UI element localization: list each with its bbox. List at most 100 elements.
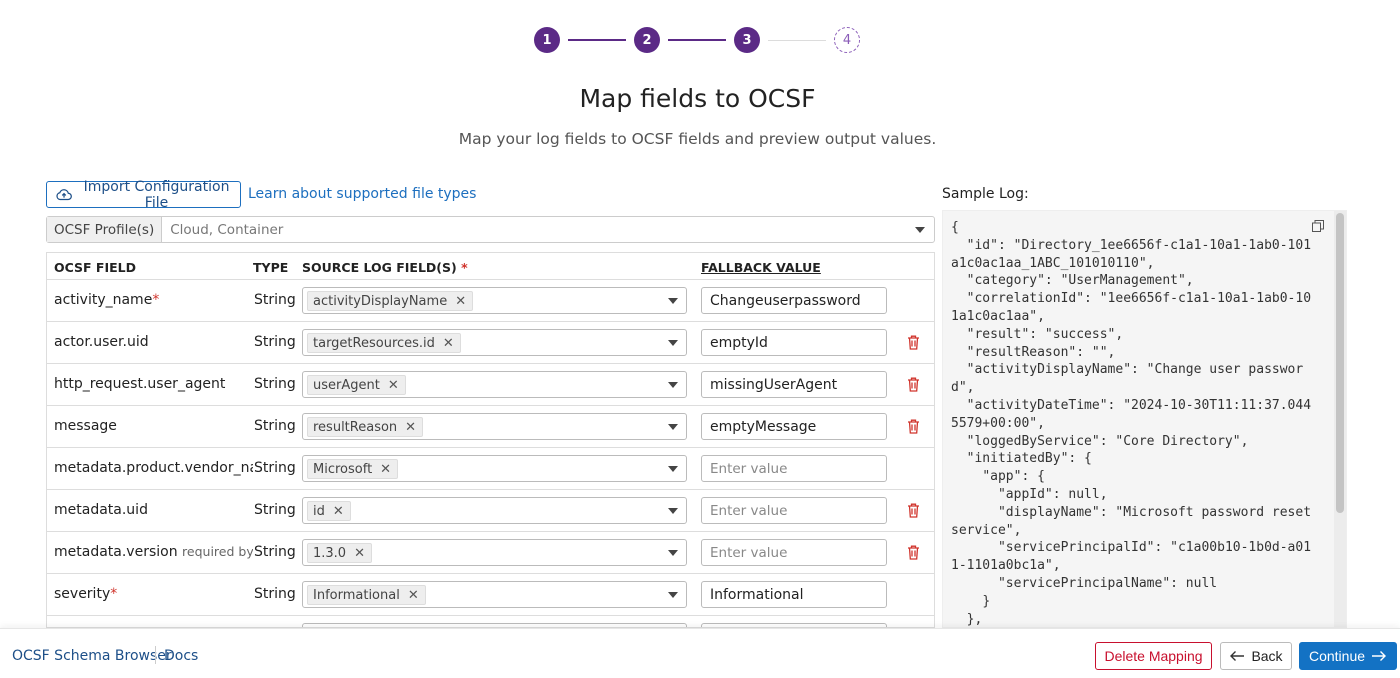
- chip-label: 1.3.0: [313, 545, 347, 561]
- source-field-chip: resultReason✕: [307, 417, 424, 437]
- source-field-chip: userAgent✕: [307, 375, 406, 395]
- footer-bar: OCSF Schema Browser Docs Delete Mapping …: [0, 628, 1400, 678]
- source-field-select[interactable]: targetResources.id ✕: [302, 329, 687, 356]
- fallback-value-input[interactable]: Enter value: [701, 539, 887, 566]
- source-field-select[interactable]: Informational ✕: [302, 581, 687, 608]
- step-2[interactable]: 2: [634, 27, 660, 53]
- ocsf-schema-browser-link[interactable]: OCSF Schema Browser: [12, 648, 172, 664]
- import-config-button[interactable]: Import Configuration File: [46, 178, 241, 211]
- field-type: String: [253, 292, 296, 308]
- required-marker: *: [110, 586, 118, 602]
- table-row: activity_name* String activityDisplayName ✕…: [47, 280, 934, 322]
- profile-value[interactable]: Cloud, Container: [170, 221, 284, 238]
- chevron-down-icon[interactable]: [668, 298, 678, 304]
- remove-chip-icon[interactable]: ✕: [387, 377, 399, 393]
- source-field-select[interactable]: activityDisplayName ✕: [302, 287, 687, 314]
- source-field-chip: 1.3.0 ✕: [307, 543, 372, 563]
- trash-icon[interactable]: [907, 419, 920, 434]
- fallback-value-input[interactable]: emptyId: [701, 329, 887, 356]
- trash-icon[interactable]: [907, 545, 920, 560]
- chevron-down-icon[interactable]: [668, 424, 678, 430]
- fallback-value-input[interactable]: Informational: [701, 581, 887, 608]
- fallback-value-input[interactable]: [701, 623, 887, 627]
- ocsf-field-name: severity*: [54, 586, 118, 602]
- field-type: String: [253, 586, 296, 602]
- chevron-down-icon[interactable]: [668, 382, 678, 388]
- remove-chip-icon[interactable]: ✕: [354, 545, 365, 561]
- field-type: String: [253, 334, 296, 350]
- sample-log-scrollbar[interactable]: [1334, 211, 1346, 627]
- chip-label: activityDisplayName: [313, 293, 448, 309]
- source-field-select[interactable]: resultReason✕: [302, 413, 687, 440]
- learn-file-types-link[interactable]: Learn about supported file types: [248, 186, 477, 202]
- col-ocsf-field: OCSF FIELD: [54, 260, 136, 275]
- remove-chip-icon[interactable]: ✕: [332, 503, 344, 519]
- chevron-down-icon[interactable]: [668, 550, 678, 556]
- trash-icon[interactable]: [907, 335, 920, 350]
- page-subtitle: Map your log fields to OCSF fields and p…: [458, 130, 937, 148]
- back-label: Back: [1251, 648, 1283, 664]
- sample-log-panel: { "id": "Directory_1ee6656f-c1a1-10a1-1a…: [942, 210, 1347, 628]
- trash-icon[interactable]: [907, 503, 920, 518]
- ocsf-field-name: actor.user.uid: [54, 334, 149, 350]
- chevron-down-icon[interactable]: [668, 340, 678, 346]
- col-type: TYPE: [253, 260, 289, 275]
- copy-icon[interactable]: [1312, 220, 1324, 232]
- remove-chip-icon[interactable]: ✕: [455, 293, 467, 309]
- fallback-value-input[interactable]: missingUserAgent: [701, 371, 887, 398]
- field-type: String: [253, 502, 296, 518]
- divider: [155, 646, 156, 664]
- step-4[interactable]: 4: [834, 27, 860, 53]
- fallback-value-input[interactable]: emptyMessage: [701, 413, 887, 440]
- profile-label: OCSF Profile(s): [47, 217, 163, 242]
- source-field-select[interactable]: [302, 623, 687, 627]
- delete-mapping-button[interactable]: Delete Mapping: [1095, 642, 1212, 670]
- ocsf-field-name: metadata.version required by oth: [54, 544, 254, 560]
- scroll-thumb[interactable]: [1336, 213, 1344, 513]
- chevron-down-icon[interactable]: [668, 508, 678, 514]
- trash-icon[interactable]: [907, 377, 920, 392]
- source-field-select[interactable]: userAgent✕: [302, 371, 687, 398]
- table-row: metadata.product.vendor_nameStringMicros…: [47, 448, 934, 490]
- cloud-upload-icon: [56, 188, 72, 200]
- field-hint: required by oth: [182, 544, 254, 559]
- step-connector: [668, 39, 726, 41]
- docs-link[interactable]: Docs: [164, 648, 199, 664]
- continue-button[interactable]: Continue: [1299, 642, 1397, 670]
- sample-log-label: Sample Log:: [942, 186, 1029, 202]
- chevron-down-icon[interactable]: [668, 466, 678, 472]
- remove-chip-icon[interactable]: ✕: [407, 587, 419, 603]
- fallback-value-input[interactable]: Changeuserpassword: [701, 287, 887, 314]
- import-config-label: Import Configuration File: [83, 178, 230, 211]
- source-field-chip: activityDisplayName ✕: [307, 291, 474, 311]
- chip-label: id: [313, 503, 325, 519]
- delete-mapping-label: Delete Mapping: [1104, 648, 1203, 664]
- chip-label: Microsoft: [313, 461, 373, 477]
- source-field-select[interactable]: 1.3.0 ✕: [302, 539, 687, 566]
- table-row: metadata.version required by othString1.…: [47, 532, 934, 574]
- back-button[interactable]: Back: [1220, 642, 1292, 670]
- ocsf-field-name: activity_name*: [54, 292, 160, 308]
- remove-chip-icon[interactable]: ✕: [405, 419, 417, 435]
- table-row: actor.user.uid String targetResources.id ✕ e…: [47, 322, 934, 364]
- remove-chip-icon[interactable]: ✕: [380, 461, 392, 477]
- chevron-down-icon[interactable]: [668, 592, 678, 598]
- ocsf-profile-select[interactable]: OCSF Profile(s) Cloud, Container: [46, 216, 935, 243]
- chevron-down-icon[interactable]: [915, 226, 925, 233]
- chip-label: targetResources.id: [313, 335, 435, 351]
- progress-stepper: 1 2 3 4: [534, 27, 860, 53]
- source-field-select[interactable]: Microsoft ✕: [302, 455, 687, 482]
- fallback-value-input[interactable]: Enter value: [701, 497, 887, 524]
- step-connector: [768, 40, 826, 41]
- step-1[interactable]: 1: [534, 27, 560, 53]
- remove-chip-icon[interactable]: ✕: [442, 335, 454, 351]
- step-3[interactable]: 3: [734, 27, 760, 53]
- source-field-select[interactable]: id ✕: [302, 497, 687, 524]
- ocsf-field-name: metadata.product.vendor_name: [54, 460, 254, 476]
- fallback-value-input[interactable]: Enter value: [701, 455, 887, 482]
- chip-label: Informational: [313, 587, 400, 603]
- page-title: Map fields to OCSF: [579, 84, 816, 113]
- required-marker: *: [152, 292, 160, 308]
